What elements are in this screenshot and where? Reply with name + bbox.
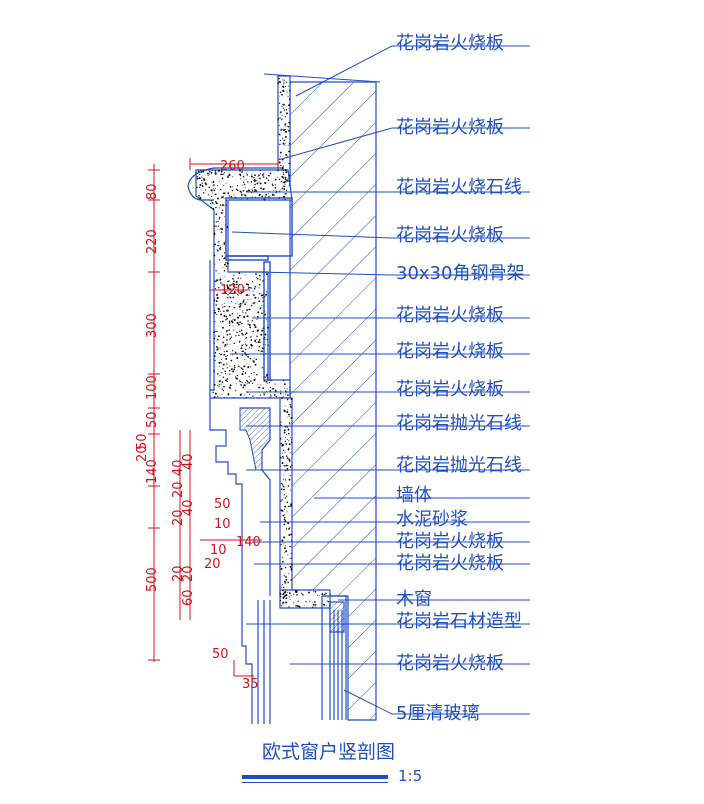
dim-horizontal: 50 [212, 647, 229, 662]
label-granite-flamed-board: 花岗岩火烧板 [396, 33, 504, 54]
dim-vertical: 300 [145, 313, 160, 338]
dim-vertical: 140 [145, 459, 160, 484]
label-granite-polished-trim: 花岗岩抛光石线 [396, 413, 522, 434]
dim-vertical: 60 [181, 589, 196, 606]
granite-speckle [195, 169, 291, 399]
dim-vertical: 40 [181, 453, 196, 470]
label-wall: 墙体 [396, 485, 432, 506]
leader-lines [230, 45, 530, 715]
label-granite-flamed-board: 花岗岩火烧板 [396, 305, 504, 326]
dim-horizontal: 140 [236, 535, 261, 550]
dim-horizontal: 35 [242, 677, 259, 692]
dim-vertical: 50 [145, 411, 160, 428]
dim-vertical: 20 [171, 481, 186, 498]
drawing-title: 欧式窗户竖剖图 [262, 741, 396, 763]
dim-vertical: 20 [181, 565, 196, 582]
label-steel-frame: 30x30角钢骨架 [396, 263, 525, 284]
label-granite-polished-trim: 花岗岩抛光石线 [396, 455, 522, 476]
dim-vertical: 40 [181, 499, 196, 516]
dim-horizontal: 10 [210, 543, 227, 558]
dim-horizontal: 20 [204, 557, 221, 572]
label-granite-flamed-board: 花岗岩火烧板 [396, 225, 504, 246]
dim-vertical: 100 [145, 375, 160, 400]
label-granite-flamed-board: 花岗岩火烧板 [396, 117, 504, 138]
title-underline-thin [242, 782, 388, 783]
label-granite-flamed-board: 花岗岩火烧板 [396, 553, 504, 574]
label-clear-glass: 5厘清玻璃 [396, 703, 480, 724]
dim-vertical: 500 [145, 567, 160, 592]
label-granite-flamed-board: 花岗岩火烧板 [396, 341, 504, 362]
label-granite-flamed-board: 花岗岩火烧板 [396, 379, 504, 400]
dim-horizontal: 10 [214, 517, 231, 532]
dim-vertical: 220 [145, 229, 160, 254]
label-granite-stone-shape: 花岗岩石材造型 [396, 611, 522, 632]
window-section [257, 595, 347, 724]
label-granite-flamed-board: 花岗岩火烧板 [396, 653, 504, 674]
label-granite-flamed-trim: 花岗岩火烧石线 [396, 177, 522, 198]
title-underline [242, 775, 388, 779]
label-wood-window: 木窗 [396, 589, 432, 610]
dim-horizontal: 50 [214, 497, 231, 512]
label-granite-flamed-board: 花岗岩火烧板 [396, 531, 504, 552]
steel-frame [225, 197, 293, 381]
polished-trim [239, 407, 271, 471]
granite-speckle [277, 77, 291, 198]
dimension-lines [148, 158, 279, 677]
drawing-scale: 1:5 [398, 767, 423, 785]
granite-cladding [195, 75, 331, 609]
dim-horizontal: 260 [220, 159, 245, 174]
dim-horizontal: 120 [220, 283, 245, 298]
label-cement-mortar: 水泥砂浆 [396, 509, 468, 530]
dim-vertical: 80 [145, 183, 160, 200]
